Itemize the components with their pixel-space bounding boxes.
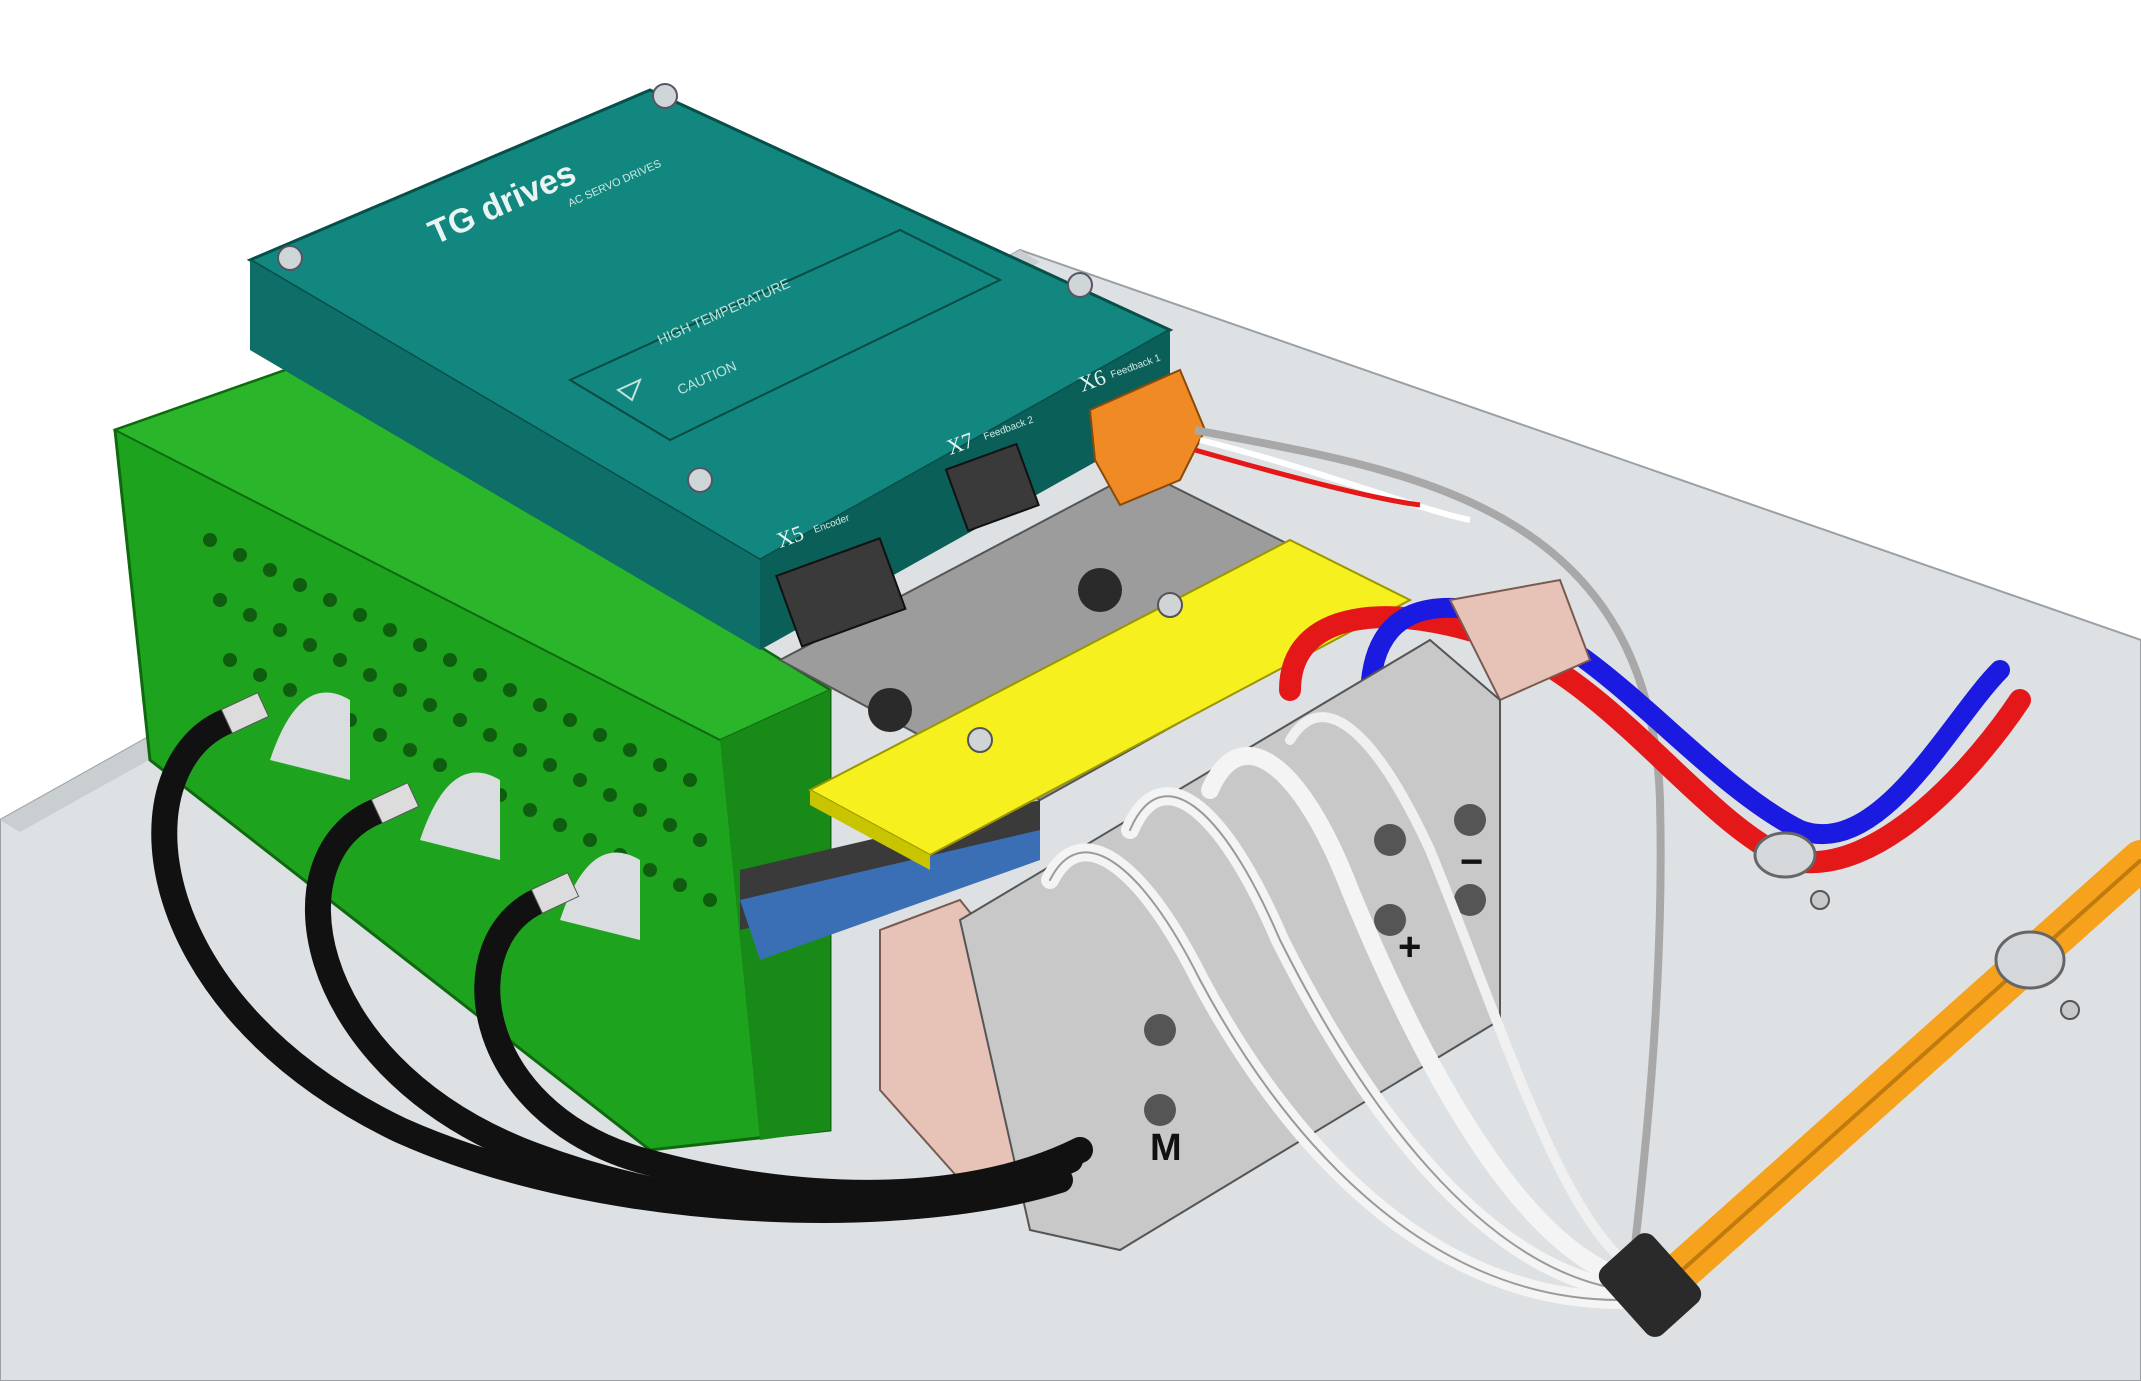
terminal-minus-label: − bbox=[1460, 840, 1483, 884]
cable-gland bbox=[1598, 1233, 1702, 1337]
busbar-screw-icon bbox=[967, 727, 993, 753]
warning-triangle-icon bbox=[616, 378, 642, 402]
terminal-plus-label: + bbox=[1398, 925, 1421, 969]
white-motor-wires bbox=[1041, 712, 1640, 1309]
busbar-screw-icon bbox=[1157, 592, 1183, 618]
cable-clamp bbox=[1753, 831, 1830, 910]
black-power-cables bbox=[151, 692, 1093, 1223]
dc-power-wires bbox=[1279, 597, 2031, 874]
orange-feedback-connector bbox=[1088, 368, 1207, 507]
terminal-motor-label: M bbox=[1150, 1127, 1182, 1169]
ventilation-holes bbox=[203, 533, 717, 907]
green-heatsink-housing bbox=[112, 363, 833, 1152]
orange-cable bbox=[1598, 840, 2141, 1337]
chassis-top bbox=[740, 468, 1403, 960]
yellow-busbar bbox=[807, 538, 1413, 870]
